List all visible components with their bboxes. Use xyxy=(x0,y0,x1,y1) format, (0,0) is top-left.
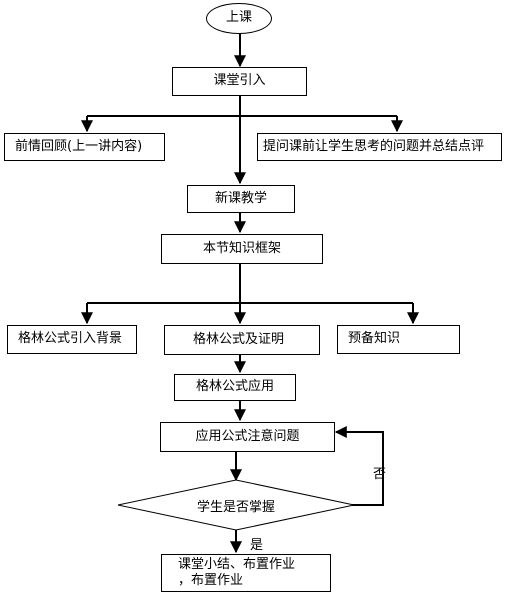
summary-node: 课堂小结、布置作业 ，布置作业 xyxy=(161,554,331,592)
notes-node-label: 应用公式注意问题 xyxy=(195,428,300,444)
review-node-label: 前情回顾(上一讲内容) xyxy=(15,138,143,154)
framework-node: 本节知识框架 xyxy=(161,234,323,264)
decision-label-text: 学生是否掌握 xyxy=(196,499,275,515)
background-node: 格林公式引入背景 xyxy=(7,325,137,354)
question-node-label: 提问课前让学生思考的问题并总结点评 xyxy=(263,138,485,154)
decision-label: 学生是否掌握 xyxy=(170,493,302,517)
arrow-decision-loop-back xyxy=(334,426,384,506)
proof-node-label: 格林公式及证明 xyxy=(193,331,285,347)
start-node-label: 上课 xyxy=(225,10,252,26)
new-lesson-node-label: 新课教学 xyxy=(214,190,267,206)
proof-node: 格林公式及证明 xyxy=(164,325,320,355)
decision-diamond xyxy=(117,479,355,531)
notes-node: 应用公式注意问题 xyxy=(160,422,335,452)
application-node-label: 格林公式应用 xyxy=(195,379,274,395)
review-node: 前情回顾(上一讲内容) xyxy=(4,133,165,161)
summary-node-line1: 课堂小结、布置作业 xyxy=(178,556,296,572)
edge-label-no: 否 xyxy=(373,467,387,482)
prep-node: 预备知识 xyxy=(337,325,460,354)
intro-node: 课堂引入 xyxy=(172,67,307,96)
question-node: 提问课前让学生思考的问题并总结点评 xyxy=(257,133,502,161)
intro-node-label: 课堂引入 xyxy=(213,73,266,89)
application-node: 格林公式应用 xyxy=(174,374,296,401)
new-lesson-node: 新课教学 xyxy=(187,185,295,213)
start-node: 上课 xyxy=(206,3,272,34)
framework-node-label: 本节知识框架 xyxy=(202,240,281,256)
summary-node-line2: ，布置作业 xyxy=(178,573,244,588)
prep-node-label: 预备知识 xyxy=(348,331,401,347)
edge-label-yes: 是 xyxy=(250,538,264,553)
background-node-label: 格林公式引入背景 xyxy=(18,331,123,347)
